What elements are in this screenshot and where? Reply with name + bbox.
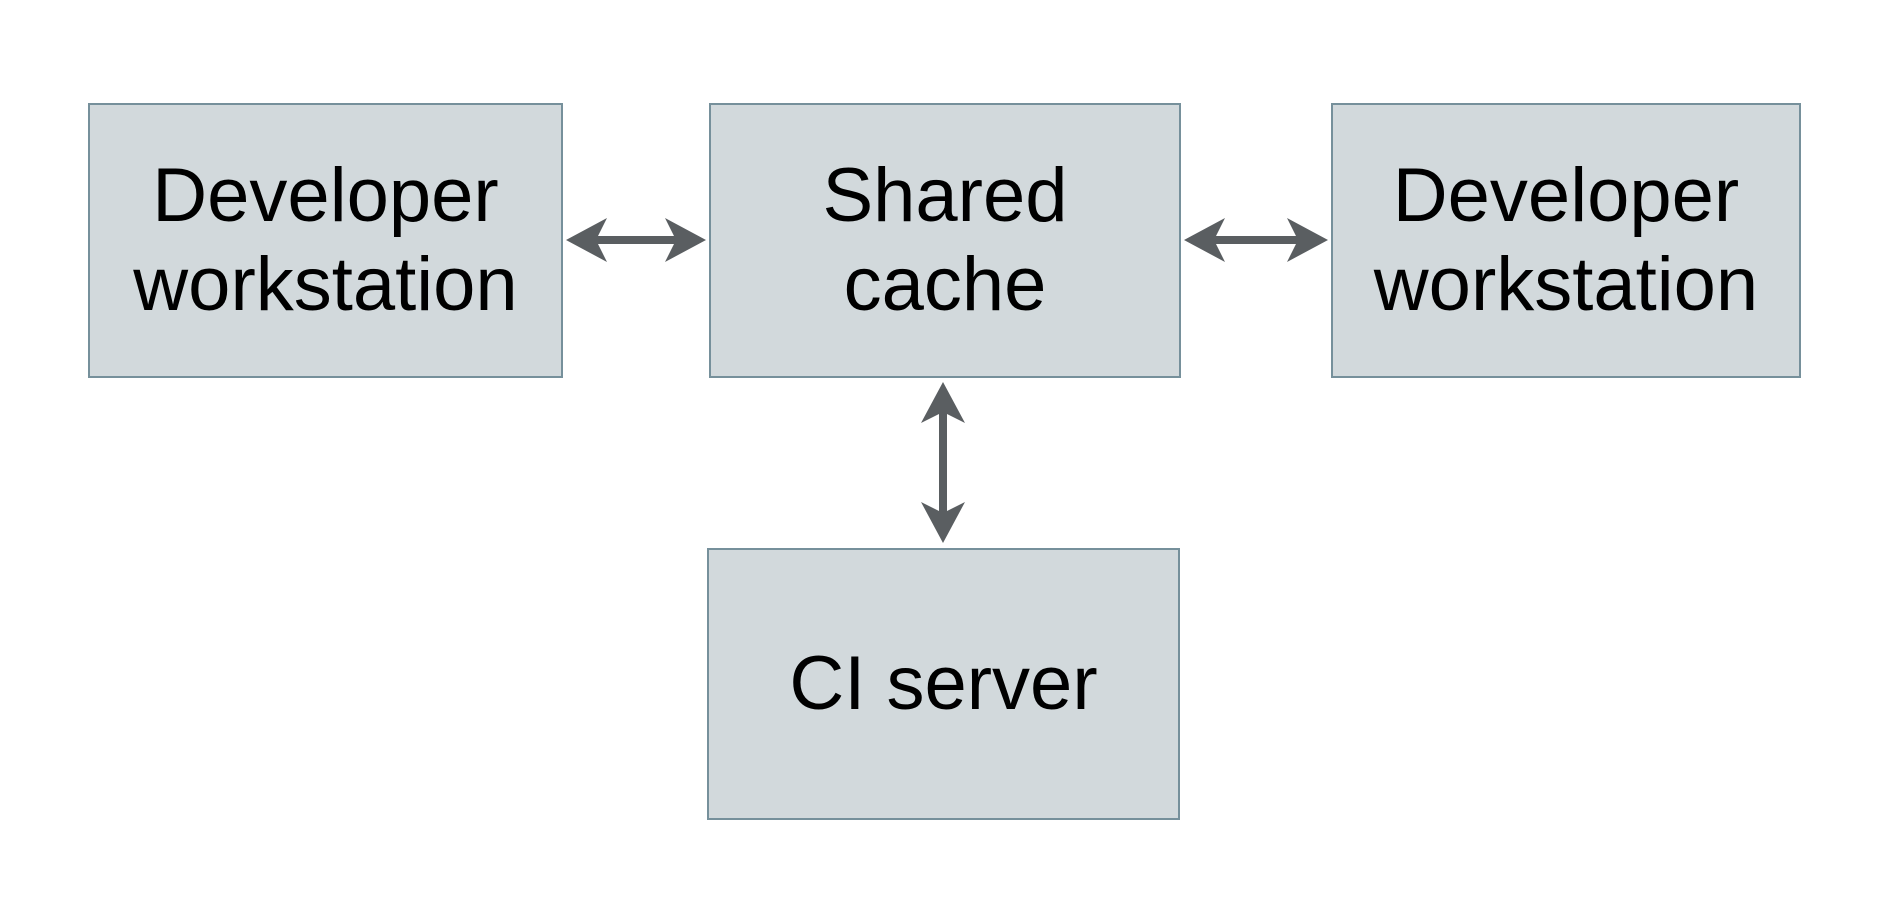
node-label-line: workstation: [133, 241, 518, 327]
node-label-line: workstation: [1373, 241, 1759, 327]
node-label-line: cache: [843, 241, 1047, 327]
node-label-line: Shared: [822, 152, 1068, 238]
node-label-line: Developer: [1392, 152, 1740, 238]
bidirectional-arrow-icon: [1184, 218, 1328, 262]
bidirectional-arrow-icon: [566, 218, 706, 262]
node-label-line: CI server: [789, 640, 1098, 726]
node-developer-workstation-left: Developer workstation: [88, 103, 563, 378]
node-label-line: Developer: [152, 152, 499, 238]
bidirectional-arrow-icon: [921, 382, 965, 543]
node-ci-server: CI server: [707, 548, 1180, 820]
node-shared-cache: Shared cache: [709, 103, 1181, 378]
node-developer-workstation-right: Developer workstation: [1331, 103, 1801, 378]
